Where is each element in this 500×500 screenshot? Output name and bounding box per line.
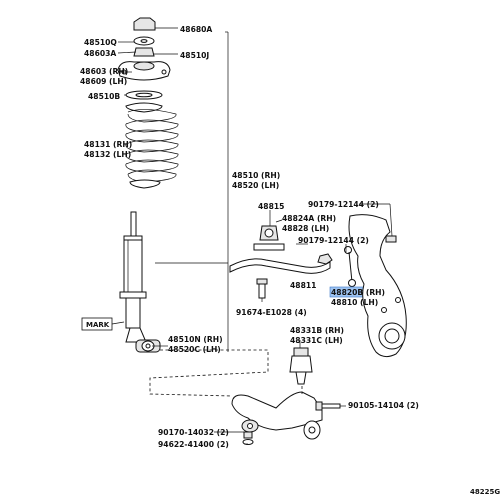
label-48510: 48510 (RH): [232, 171, 280, 180]
label-48510B: 48510B: [88, 92, 120, 101]
label-90179-top: 90179-12144 (2): [308, 200, 379, 209]
label-48609: 48609 (LH): [80, 77, 127, 86]
strut-assembly: [81, 17, 179, 353]
ball-joint: [289, 347, 313, 385]
upper-mount: [117, 61, 171, 81]
label-91674: 91674-E1028 (4): [236, 308, 307, 317]
leader-lines: [117, 27, 393, 445]
label-94622: 94622-41400 (2): [158, 440, 229, 449]
label-48131: 48131 (RH): [84, 140, 132, 149]
part-labels: 48680A 48510Q 48603A 48510J 48603 (RH) 4…: [80, 25, 500, 496]
label-mark: MARK: [86, 321, 110, 329]
steering-knuckle: [348, 214, 407, 358]
stabilizer-assembly: [229, 225, 386, 299]
label-90179-mid: 90179-12144 (2): [298, 236, 369, 245]
stabilizer-bar: [229, 258, 331, 274]
label-48520C: 48520C (LH): [168, 345, 221, 354]
stabilizer-bracket: [253, 243, 285, 251]
label-90105: 90105-14104 (2): [348, 401, 419, 410]
label-48510Q: 48510Q: [84, 38, 117, 47]
label-48331B: 48331B (RH): [290, 326, 344, 335]
label-48828: 48828 (LH): [282, 224, 329, 233]
label-90170: 90170-14032 (2): [158, 428, 229, 437]
label-48820B: 48820B (RH): [331, 288, 385, 297]
lower-control-arm: [231, 391, 341, 445]
top-nut: [133, 17, 156, 31]
label-48810: 48810 (LH): [331, 298, 378, 307]
figure-code: 48225G: [470, 488, 500, 496]
arm-bolt: [321, 403, 341, 409]
label-48520: 48520 (LH): [232, 181, 279, 190]
label-48331C: 48331C (LH): [290, 336, 343, 345]
stabilizer-bolt: [258, 282, 266, 299]
label-48132: 48132 (LH): [84, 150, 131, 159]
coil-spring: [125, 102, 179, 189]
label-48510N: 48510N (RH): [168, 335, 223, 344]
label-48815: 48815: [258, 202, 284, 211]
label-48510J: 48510J: [180, 51, 209, 60]
shock-absorber: [119, 211, 161, 353]
label-48680A: 48680A: [180, 25, 212, 34]
label-48811: 48811: [290, 281, 316, 290]
label-48824A: 48824A (RH): [282, 214, 336, 223]
label-48603: 48603 (RH): [80, 67, 128, 76]
label-48603A: 48603A: [84, 49, 116, 58]
upper-bushing: [133, 47, 155, 57]
